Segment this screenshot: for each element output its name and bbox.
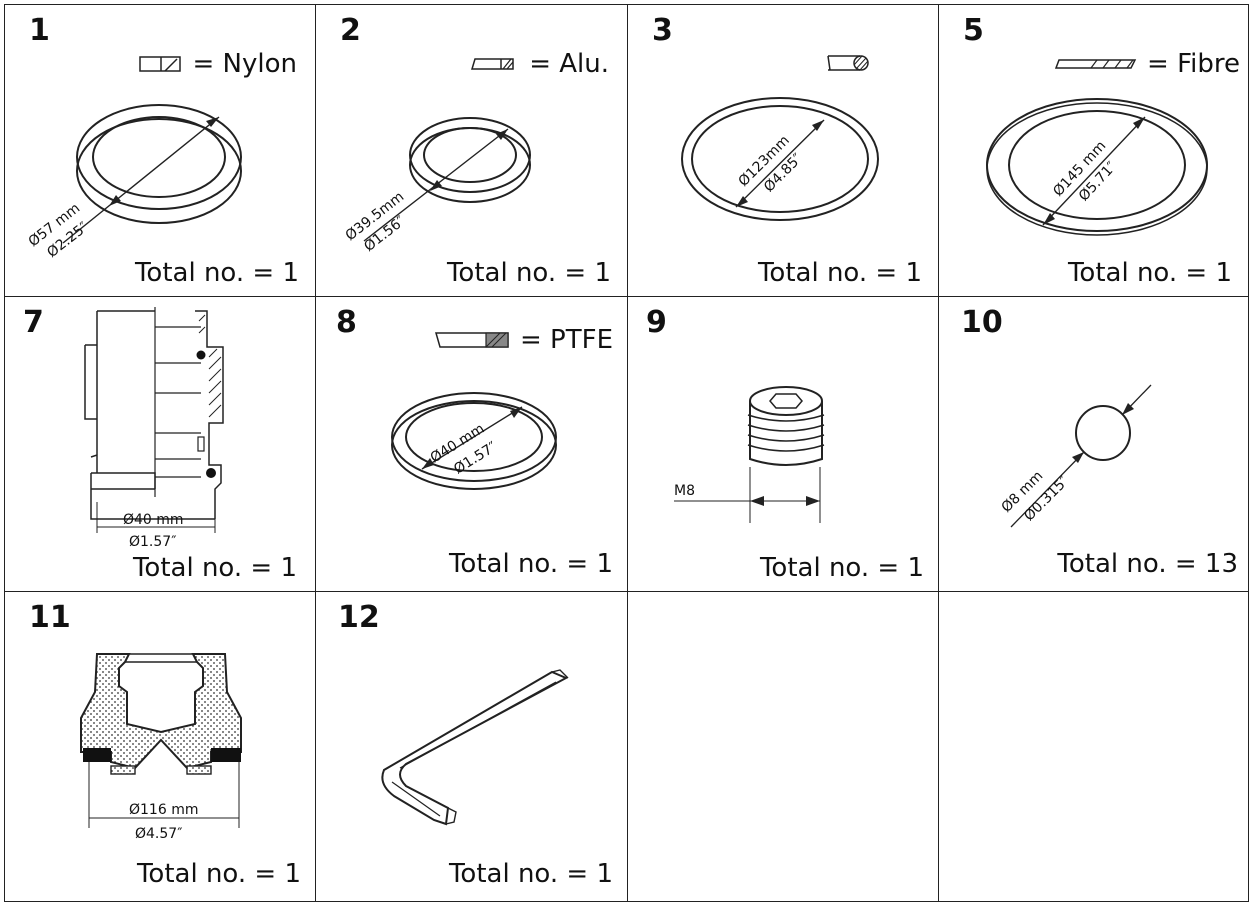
nylon-symbol-icon (138, 56, 181, 72)
cell-10: 10 Ø8 mm Ø0.315″ Total no. = 13 (938, 296, 1249, 592)
total-count: Total no. = 1 (448, 549, 613, 579)
cell-2: 2 = Alu. Ø39.5mm Ø1.56″ Total no. = 1 (315, 4, 628, 297)
cell-1: 1 = Nylon Ø57 mm Ø2.25″ Total no. = 1 (4, 4, 316, 297)
total-count: Total no. = 1 (446, 258, 611, 288)
total-count: Total no. = 1 (132, 553, 297, 583)
aluminium-symbol-icon (471, 58, 514, 70)
cell-empty-2 (938, 591, 1249, 902)
total-count: Total no. = 1 (136, 859, 301, 889)
gasket-ring-drawing: Ø39.5mm Ø1.56″ (343, 117, 531, 255)
gasket-ring-drawing: Ø123mm Ø4.85″ (681, 55, 879, 221)
cell-number: 9 (646, 305, 667, 340)
total-count: Total no. = 1 (757, 258, 922, 288)
gasket-ring-drawing: Ø40 mm Ø1.57″ (391, 392, 557, 490)
steel-ball-drawing: Ø8 mm Ø0.315″ (999, 384, 1152, 528)
total-count: Total no. = 1 (1067, 258, 1232, 288)
thread-size: M8 (674, 483, 695, 499)
cell-number: 7 (23, 305, 44, 340)
dimension-inch: Ø4.57″ (135, 826, 182, 842)
material-label: = Nylon (192, 49, 298, 79)
cell-number: 10 (961, 305, 1003, 340)
material-label: = PTFE (520, 325, 613, 355)
cell-number: 5 (963, 13, 984, 48)
cell-number: 8 (336, 305, 357, 340)
cell-9: 9 M8 Total no. = 1 (627, 296, 939, 592)
material-legend: = Alu. (471, 49, 609, 79)
total-count: Total no. = 1 (759, 553, 924, 583)
dimension-mm: Ø116 mm (129, 802, 198, 818)
material-label: = Alu. (529, 49, 609, 79)
dimension-mm: Ø40 mm (123, 512, 184, 528)
cell-empty-1 (627, 591, 939, 902)
total-count: Total no. = 13 (1057, 549, 1238, 579)
cell-number: 12 (338, 600, 380, 635)
total-count: Total no. = 1 (134, 258, 299, 288)
fibre-symbol-icon (1055, 59, 1137, 69)
cell-12: 12 Total no. = 1 (315, 591, 628, 902)
cell-number: 11 (29, 600, 71, 635)
cell-number: 3 (652, 13, 673, 48)
ptfe-symbol-icon (435, 332, 509, 348)
cell-3: 3 Ø123mm Ø4.85″ Total no. = 1 (627, 4, 939, 297)
material-legend: = Fibre (1055, 49, 1240, 79)
gasket-ring-drawing: Ø57 mm Ø2.25″ (26, 104, 242, 261)
cell-number: 2 (340, 13, 361, 48)
gasket-ring-drawing: Ø145 mm Ø5.71″ (986, 98, 1208, 236)
set-screw-drawing: M8 (674, 386, 825, 523)
material-label: = Fibre (1147, 49, 1240, 79)
material-legend: = PTFE (434, 325, 613, 355)
cell-7: 7 Ø40 mm Ø1.57″ Tot (4, 296, 316, 592)
cell-11: 11 Ø116 mm Ø4.57″ Total no. = 1 (4, 591, 316, 902)
hex-key-drawing (381, 669, 569, 826)
valve-insert-drawing: Ø40 mm Ø1.57″ (84, 307, 224, 550)
dimension-inch: Ø1.57″ (129, 534, 176, 550)
cell-5: 5 = Fibre Ø145 mm Ø5.71″ Total no. = 1 (938, 4, 1249, 297)
material-legend: = Nylon (138, 49, 298, 79)
total-count: Total no. = 1 (448, 859, 613, 889)
valve-seat-drawing: Ø116 mm Ø4.57″ (80, 653, 242, 842)
cell-number: 1 (29, 13, 50, 48)
cell-8: 8 = PTFE Ø40 mm Ø1.57″ Total no. = 1 (315, 296, 628, 592)
